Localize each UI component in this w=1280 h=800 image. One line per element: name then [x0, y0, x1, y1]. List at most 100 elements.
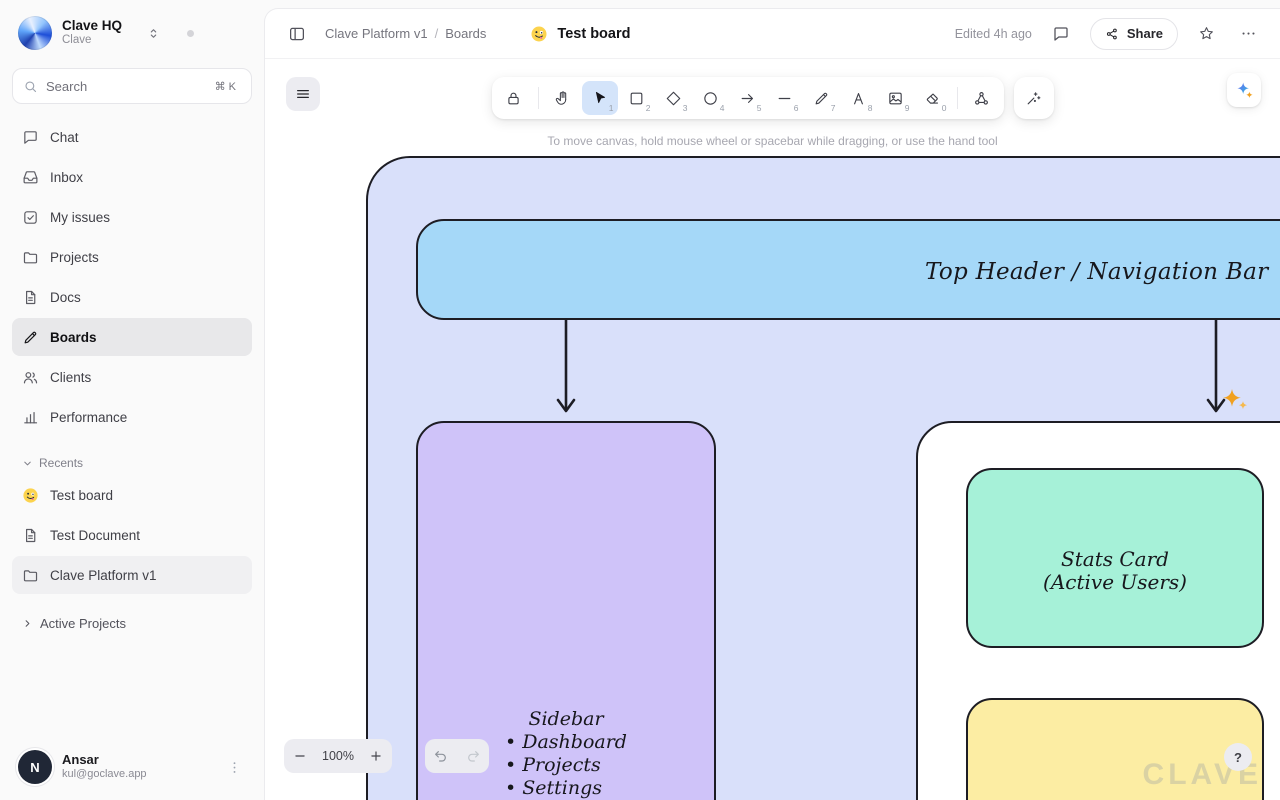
ellipse-tool-button[interactable]: 4 — [693, 81, 729, 115]
sidebar-item-clients[interactable]: Clients — [12, 358, 252, 396]
laser-pointer-button[interactable] — [1014, 77, 1054, 119]
sidebar-box-item: • Settings — [505, 777, 627, 800]
redo-icon — [465, 748, 481, 764]
recent-item-test-document[interactable]: Test Document — [12, 516, 252, 554]
rectangle-tool-button[interactable]: 2 — [619, 81, 655, 115]
inbox-icon — [22, 169, 39, 186]
image-icon — [887, 90, 904, 107]
sidebar-item-label: Chat — [50, 130, 79, 145]
share-button[interactable]: Share — [1090, 18, 1178, 50]
tool-shortcut: 6 — [794, 103, 799, 113]
board-title: Test board — [557, 26, 630, 42]
edited-timestamp: Edited 4h ago — [955, 27, 1032, 41]
line-tool-button[interactable]: 6 — [767, 81, 803, 115]
shapes-tool-button[interactable] — [964, 81, 1000, 115]
sidebar-item-label: Docs — [50, 290, 81, 305]
breadcrumb-separator: / — [435, 26, 439, 41]
zoom-in-button[interactable] — [360, 739, 392, 773]
document-icon — [22, 527, 39, 544]
header-box-label[interactable]: Top Header / Navigation Bar — [925, 259, 1268, 285]
text-tool-button[interactable]: 8 — [841, 81, 877, 115]
recent-item-test-board[interactable]: Test board — [12, 476, 252, 514]
topbar-actions: Edited 4h ago Share — [955, 18, 1262, 50]
sidebar-item-docs[interactable]: Docs — [12, 278, 252, 316]
selection-tool-button[interactable]: 1 — [582, 81, 618, 115]
undo-button[interactable] — [425, 739, 457, 773]
rectangle-icon — [628, 90, 645, 107]
tool-shortcut: 7 — [831, 103, 836, 113]
workspace-logo — [18, 16, 52, 50]
board-canvas[interactable]: Top Header / Navigation Bar Sidebar • Da… — [265, 59, 1280, 800]
ellipse-icon — [702, 90, 719, 107]
image-tool-button[interactable]: 9 — [878, 81, 914, 115]
main-panel: Clave Platform v1 / Boards Test board Ed… — [264, 8, 1280, 800]
eraser-icon — [924, 90, 941, 107]
ai-assistant-button[interactable] — [1227, 73, 1261, 107]
comments-button[interactable] — [1047, 20, 1075, 48]
help-button[interactable]: ? — [1224, 743, 1252, 771]
sidebar-box-item: • Dashboard — [505, 731, 627, 754]
diamond-tool-button[interactable]: 3 — [656, 81, 692, 115]
zoom-out-button[interactable] — [284, 739, 316, 773]
toolbar-divider — [957, 87, 958, 109]
eraser-tool-button[interactable]: 0 — [915, 81, 951, 115]
pencil-icon — [813, 90, 830, 107]
recents-section-header[interactable]: Recents — [12, 456, 252, 470]
recent-item-clave-platform-v1[interactable]: Clave Platform v1 — [12, 556, 252, 594]
breadcrumb-parent[interactable]: Clave Platform v1 — [325, 26, 428, 41]
recent-item-label: Test Document — [50, 528, 140, 543]
sidebar-item-label: My issues — [50, 210, 110, 225]
tool-bar: 1 2 3 4 5 — [265, 77, 1280, 119]
sidebar-item-label: Clients — [50, 370, 91, 385]
sidebar-item-label: Boards — [50, 330, 97, 345]
workspace-switcher[interactable]: Clave HQ Clave — [12, 14, 252, 52]
board-emoji-icon — [530, 25, 548, 43]
zoom-level[interactable]: 100% — [316, 749, 360, 763]
board-title-group: Test board — [530, 25, 630, 43]
search-shortcut: ⌘ K — [210, 78, 241, 95]
recent-item-label: Clave Platform v1 — [50, 568, 157, 583]
tool-shortcut: 2 — [646, 103, 651, 113]
arrow-tool-button[interactable]: 5 — [730, 81, 766, 115]
user-avatar: N — [18, 750, 52, 784]
favorite-button[interactable] — [1193, 20, 1220, 47]
redo-button[interactable] — [457, 739, 489, 773]
share-label: Share — [1127, 26, 1163, 41]
tool-island: 1 2 3 4 5 — [492, 77, 1004, 119]
sidebar-toggle-button[interactable] — [283, 20, 311, 48]
tool-shortcut: 8 — [868, 103, 873, 113]
sidebar-item-my-issues[interactable]: My issues — [12, 198, 252, 236]
stats-card-text[interactable]: Stats Card (Active Users) — [966, 548, 1264, 594]
search-placeholder: Search — [46, 79, 202, 94]
ai-sparkle-marker-icon[interactable] — [1217, 383, 1251, 417]
line-icon — [776, 90, 793, 107]
more-options-button[interactable] — [1235, 20, 1262, 47]
chevron-updown-icon — [146, 26, 161, 41]
tool-shortcut: 4 — [720, 103, 725, 113]
sidebar-item-label: Performance — [50, 410, 127, 425]
user-menu-button[interactable] — [223, 756, 246, 779]
lock-tool-button[interactable] — [496, 81, 532, 115]
sidebar-item-boards[interactable]: Boards — [12, 318, 252, 356]
sidebar-item-inbox[interactable]: Inbox — [12, 158, 252, 196]
sidebar-item-performance[interactable]: Performance — [12, 398, 252, 436]
search-input[interactable]: Search ⌘ K — [12, 68, 252, 104]
user-profile[interactable]: N Ansar kul@goclave.app — [12, 746, 252, 788]
sidebar-item-projects[interactable]: Projects — [12, 238, 252, 276]
workspace-status-dot — [187, 30, 194, 37]
hand-tool-button[interactable] — [545, 81, 581, 115]
folder-icon — [22, 567, 39, 584]
cursor-icon — [592, 90, 608, 106]
lock-icon — [505, 90, 522, 107]
active-projects-toggle[interactable]: Active Projects — [12, 608, 252, 638]
tool-shortcut: 3 — [683, 103, 688, 113]
sidebar-item-chat[interactable]: Chat — [12, 118, 252, 156]
draw-tool-button[interactable]: 7 — [804, 81, 840, 115]
tool-shortcut: 0 — [942, 103, 947, 113]
tool-shortcut: 5 — [757, 103, 762, 113]
sidebar-item-label: Inbox — [50, 170, 83, 185]
users-icon — [22, 369, 39, 386]
breadcrumb-current[interactable]: Boards — [445, 26, 486, 41]
minus-icon — [293, 749, 307, 763]
flow-arrow-left[interactable] — [553, 317, 579, 421]
